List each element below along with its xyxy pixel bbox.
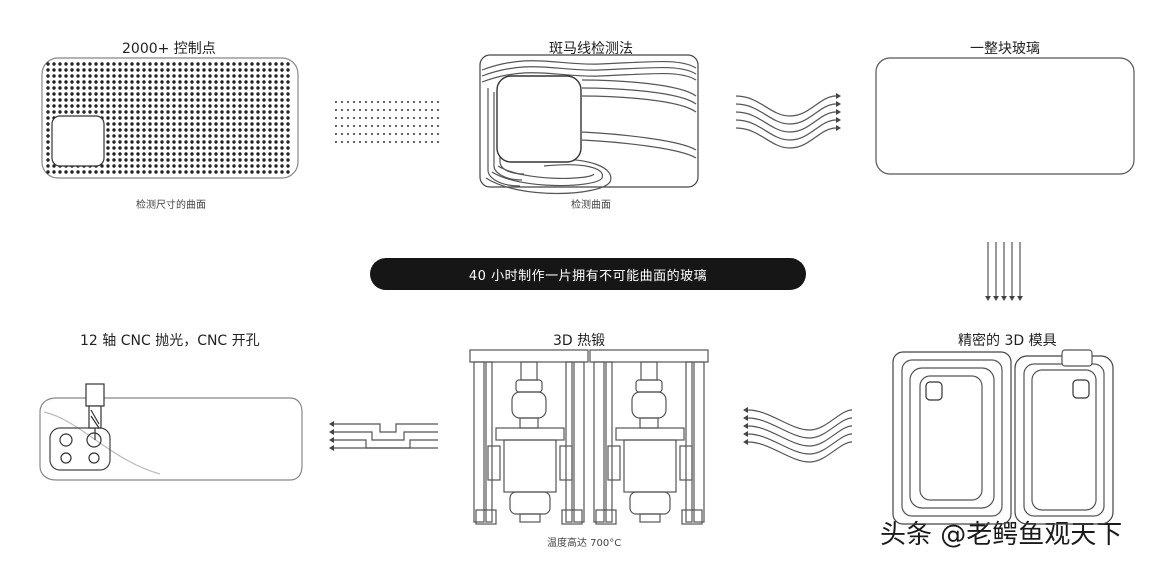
control-points-phone bbox=[41, 57, 299, 179]
step-title-zebra-test: 斑马线检测法 bbox=[549, 41, 633, 57]
hot-forging-presses bbox=[469, 349, 709, 525]
flow-down-arrows bbox=[985, 242, 1023, 301]
summary-banner: 40 小时制作一片拥有不可能曲面的玻璃 bbox=[370, 258, 806, 290]
flow-step-arrows bbox=[329, 421, 438, 451]
summary-banner-text: 40 小时制作一片拥有不可能曲面的玻璃 bbox=[468, 268, 708, 284]
step-title-glass-sheet: 一整块玻璃 bbox=[970, 41, 1040, 57]
step-caption-zebra-test: 检测曲面 bbox=[571, 200, 611, 211]
zebra-test-illustration bbox=[479, 54, 699, 195]
control-point-dots bbox=[46, 62, 290, 174]
step-title-cnc: 12 轴 CNC 抛光，CNC 开孔 bbox=[80, 333, 260, 349]
3d-mold-illustration bbox=[892, 349, 1114, 525]
watermark: 头条 @老鳄鱼观天下 bbox=[880, 520, 1123, 550]
glass-sheet bbox=[875, 57, 1135, 175]
step-title-control-points: 2000+ 控制点 bbox=[122, 41, 216, 57]
flow-dots-1 bbox=[334, 100, 440, 144]
step-caption-control-points: 检测尺寸的曲面 bbox=[136, 200, 206, 211]
cnc-polished-phone bbox=[39, 383, 303, 481]
step-title-3d-hot-forging: 3D 热锻 bbox=[553, 333, 606, 349]
flow-wave-arrows-1 bbox=[735, 93, 841, 149]
step-caption-temperature: 温度高达 700°C bbox=[547, 538, 622, 549]
flow-wave-arrows-2 bbox=[743, 407, 853, 463]
step-title-3d-mold: 精密的 3D 模具 bbox=[958, 333, 1057, 349]
